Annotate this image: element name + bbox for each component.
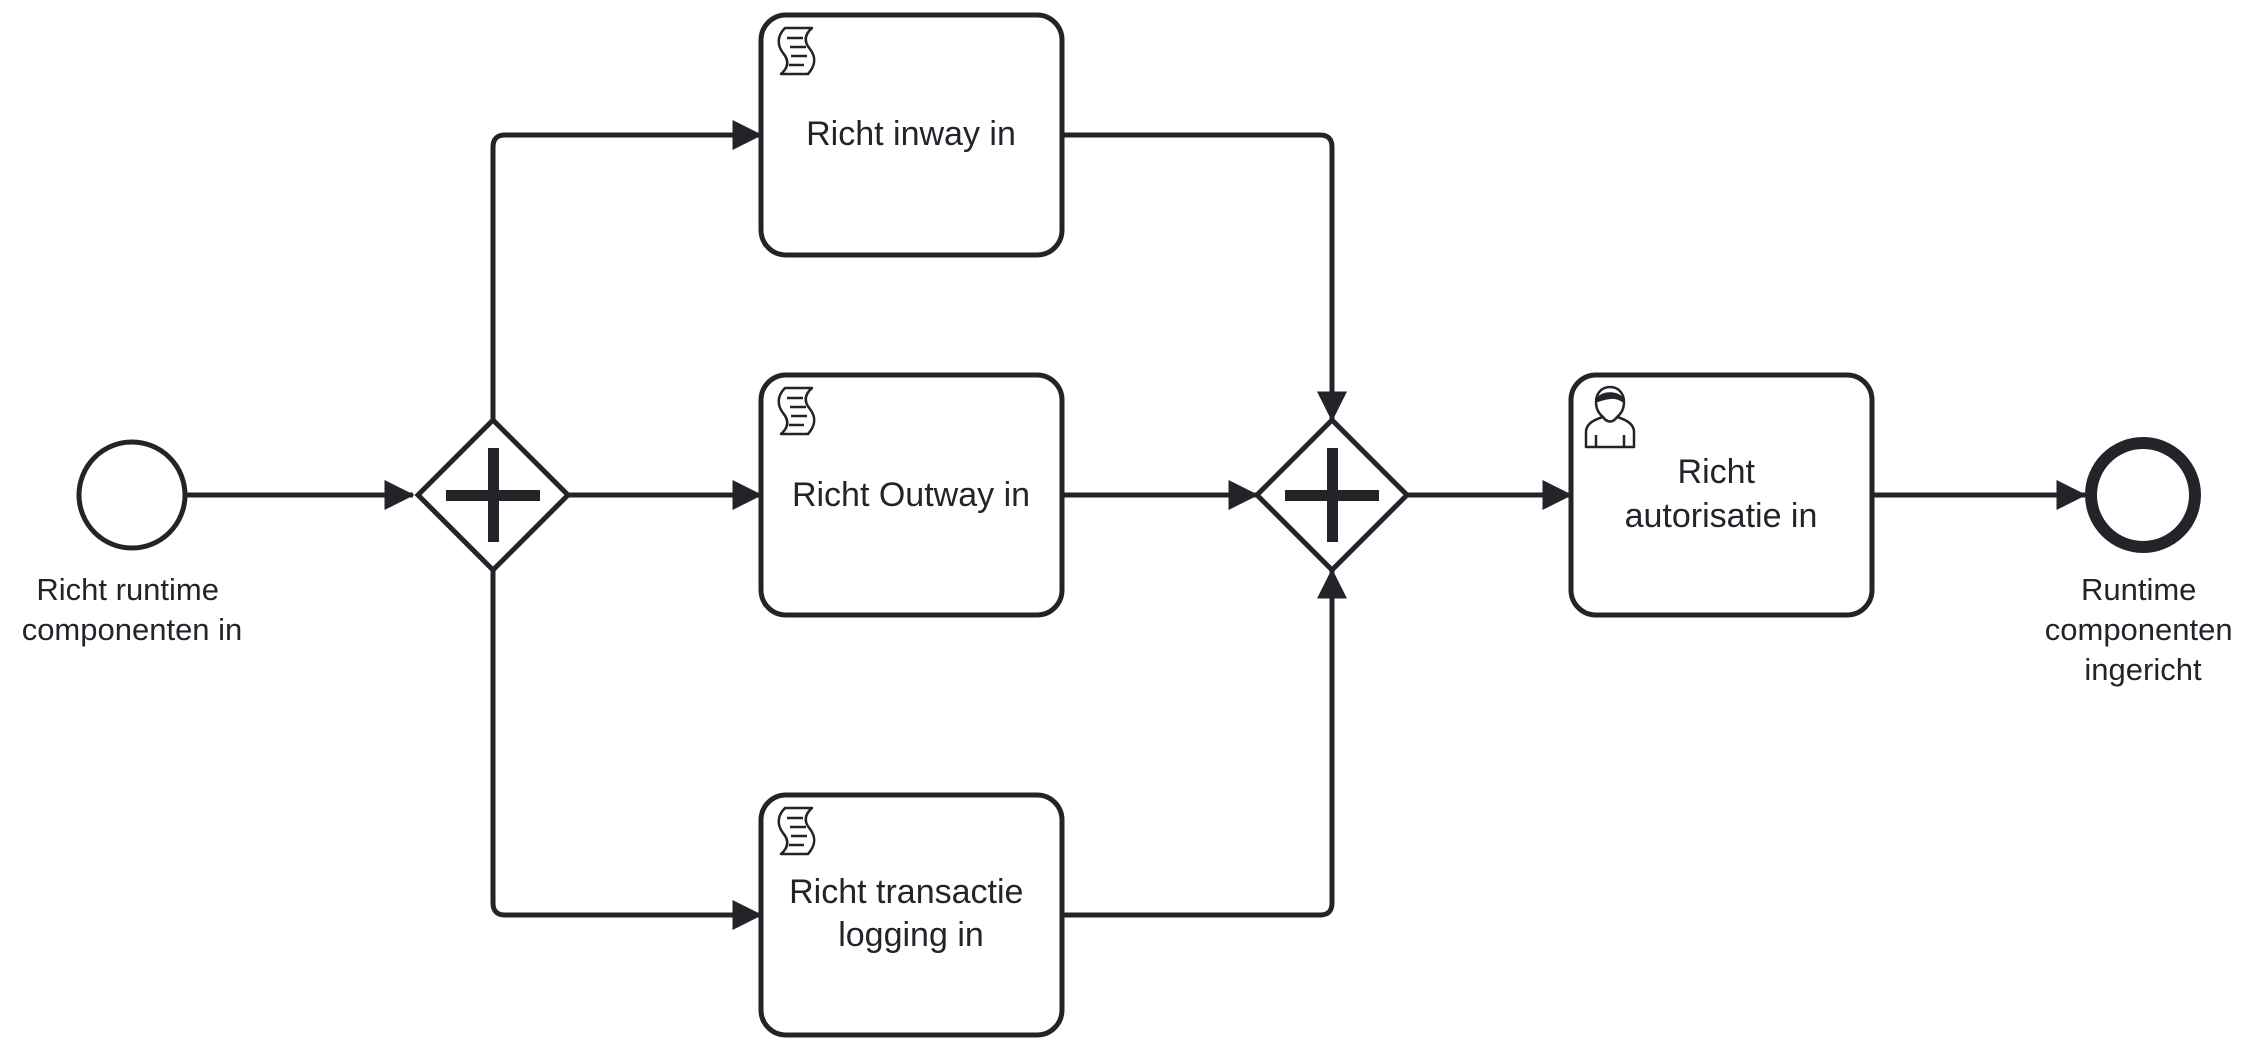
task-label: Richt Outway in — [792, 476, 1030, 514]
task-label: Richt transactie logging in — [789, 873, 1033, 954]
start-event-label: Richt runtime componenten in — [22, 572, 243, 647]
task-label: Richt autorisatie in — [1625, 453, 1818, 535]
user-icon — [1584, 385, 1636, 449]
flow-logging-to-join[interactable] — [1062, 568, 1347, 918]
split-parallel-gateway[interactable] — [414, 416, 572, 574]
sequence-flows — [187, 120, 2087, 930]
task-richt-transactie-logging-in[interactable]: Richt transactie logging in — [758, 792, 1065, 1038]
flow-split-to-logging[interactable] — [490, 570, 763, 930]
script-icon — [777, 26, 816, 76]
end-event-label: Runtime componenten ingericht — [2045, 572, 2242, 687]
end-event[interactable] — [2085, 437, 2201, 553]
join-parallel-gateway[interactable] — [1253, 416, 1411, 574]
flow-inway-to-join[interactable] — [1062, 132, 1347, 422]
script-icon — [777, 386, 816, 436]
task-label: Richt inway in — [806, 115, 1016, 153]
script-icon — [777, 806, 816, 856]
plus-icon — [1285, 448, 1379, 542]
task-richt-outway-in[interactable]: Richt Outway in — [758, 372, 1065, 618]
plus-icon — [446, 448, 540, 542]
task-richt-inway-in[interactable]: Richt inway in — [758, 12, 1065, 258]
flow-split-to-inway[interactable] — [490, 120, 763, 420]
start-event[interactable] — [76, 439, 188, 551]
task-richt-autorisatie-in[interactable]: Richt autorisatie in — [1568, 372, 1875, 618]
